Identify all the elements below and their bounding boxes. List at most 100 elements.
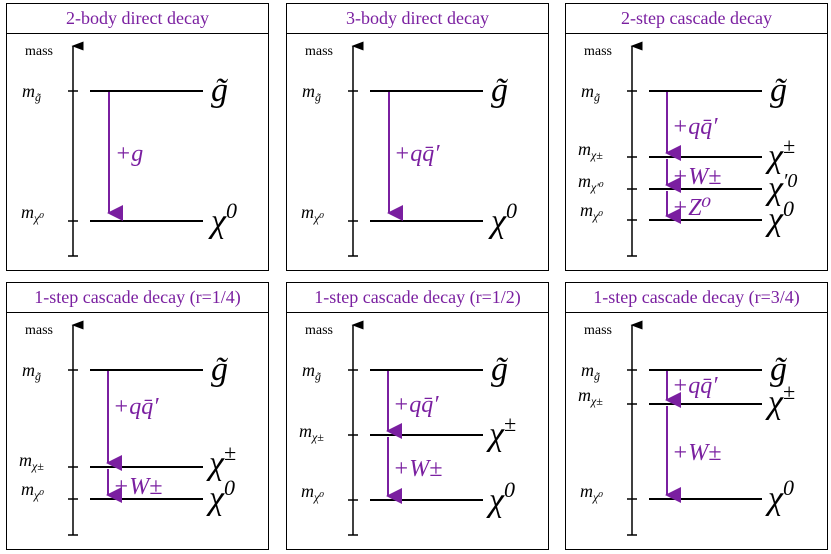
mass-label-sub: g̃ <box>594 90 600 104</box>
transition-label: +W± <box>672 440 721 466</box>
mass-label-m: m <box>22 360 35 380</box>
particle-symbol: χ <box>208 203 227 240</box>
mass-label-gluino: mg̃ <box>581 81 600 104</box>
particle-label-chi0: χ0 <box>208 198 237 240</box>
mass-label-m: m <box>21 202 34 222</box>
panel-2-body-direct: 2-body direct decay mass mg̃ g̃ mχ⁰ χ0 +… <box>6 3 269 271</box>
mass-label-chi-pm: mχ± <box>578 139 603 162</box>
mass-label-m: m <box>581 360 594 380</box>
panel-1-step-cascade-r-quarter: 1-step cascade decay (r=1/4) mass mg̃ g̃… <box>6 282 269 550</box>
mass-label-sub: χ± <box>311 430 324 444</box>
particle-sup: ± <box>783 133 795 158</box>
particle-label-chi0: χ0 <box>206 475 235 517</box>
mass-label-sub: g̃ <box>35 369 41 383</box>
particle-label-gluino: g̃ <box>770 351 788 388</box>
particle-sup: ′0 <box>783 170 797 192</box>
particle-label-gluino: g̃ <box>491 72 509 109</box>
particle-symbol: χ <box>488 203 507 240</box>
mass-label-sub: g̃ <box>315 369 321 383</box>
mass-label-sub: χ⁰ <box>592 490 603 504</box>
particle-label-chi0: χ0 <box>488 198 517 240</box>
transition-label: +W± <box>393 456 442 482</box>
mass-label-m: m <box>578 139 591 159</box>
mass-axis-label: mass <box>25 44 53 59</box>
particle-label-chi-pm: χ± <box>765 379 795 421</box>
level-diagram: mass mg̃ g̃ mχ⁰ χ0 +g <box>21 41 237 257</box>
particle-label-gluino: g̃ <box>211 351 229 388</box>
panel-3-body-direct: 3-body direct decay mass mg̃ g̃ mχ⁰ χ0 +… <box>286 3 549 271</box>
transition-label: +qq̄′ <box>113 394 159 420</box>
level-diagram: mass mg̃ g̃ mχ± χ± mχ⁰ χ0 +qq̄′ +W± <box>19 320 236 536</box>
panel-title: 3-body direct decay <box>287 4 548 34</box>
mass-label-sub: χ⁰ <box>313 211 324 225</box>
particle-symbol: χ <box>765 170 784 207</box>
mass-label-gluino: mg̃ <box>22 81 41 104</box>
mass-axis-label: mass <box>305 323 333 338</box>
mass-label-m: m <box>301 202 314 222</box>
level-diagram: mass mg̃ g̃ mχ± χ± mχ⁰ χ0 +qq̄′ +W± <box>299 320 516 536</box>
mass-axis-label: mass <box>305 44 333 59</box>
mass-label-sub: g̃ <box>35 90 41 104</box>
mass-label-chi0: mχ⁰ <box>580 200 603 223</box>
mass-label-gluino: mg̃ <box>22 360 41 383</box>
particle-label-chi-pm: χ± <box>206 440 236 482</box>
panel-2-step-cascade: 2-step cascade decay mass mg̃ g̃ mχ± χ± … <box>565 3 828 271</box>
mass-label-sub: g̃ <box>594 369 600 383</box>
transition-label: +qq̄′ <box>672 373 718 399</box>
particle-sup: 0 <box>506 198 517 223</box>
mass-label-chi0: mχ⁰ <box>301 202 324 225</box>
transition-label: +g <box>115 141 143 167</box>
mass-label-m: m <box>580 481 593 501</box>
mass-label-sub: χ⁰ <box>313 490 324 504</box>
particle-symbol: χ <box>206 480 225 517</box>
mass-label-m: m <box>22 81 35 101</box>
particle-label-chi-pm: χ± <box>765 133 795 175</box>
mass-axis-label: mass <box>584 323 612 338</box>
transition-label: +Z⁰ <box>672 195 712 221</box>
panel-title: 1-step cascade decay (r=1/4) <box>7 283 268 313</box>
particle-label-gluino: g̃ <box>211 72 229 109</box>
level-diagram: mass mg̃ g̃ mχ± χ± mχ′⁰ χ′0 mχ⁰ χ0 +qq̄′… <box>578 41 797 257</box>
mass-label-m: m <box>580 200 593 220</box>
particle-sup: ± <box>504 411 516 436</box>
particle-symbol: χ <box>206 445 225 482</box>
particle-symbol: χ <box>486 416 505 453</box>
mass-label-chi0: mχ⁰ <box>301 481 324 504</box>
transition-label: +qq̄′ <box>394 141 440 167</box>
mass-label-chi-pm: mχ± <box>299 421 324 444</box>
particle-symbol: χ <box>765 138 784 175</box>
mass-label-sub: χ± <box>590 394 603 408</box>
mass-label-chi0: mχ⁰ <box>21 202 44 225</box>
mass-label-m: m <box>578 171 591 191</box>
mass-label-sub: χ⁰ <box>592 209 603 223</box>
panel-1-step-cascade-r-three-quarter: 1-step cascade decay (r=3/4) mass mg̃ g̃… <box>565 282 828 550</box>
mass-label-sub: g̃ <box>315 90 321 104</box>
particle-sup: 0 <box>226 198 237 223</box>
mass-label-m: m <box>578 385 591 405</box>
mass-label-sub: χ⁰ <box>33 211 44 225</box>
particle-label-chi-prime0: χ′0 <box>765 170 797 207</box>
transition-label: +qq̄′ <box>672 114 718 140</box>
panel-1-step-cascade-r-half: 1-step cascade decay (r=1/2) mass mg̃ g̃… <box>286 282 549 550</box>
particle-label-gluino: g̃ <box>491 351 509 388</box>
mass-label-chi-pm: mχ± <box>19 450 44 473</box>
particle-sup: 0 <box>504 477 515 502</box>
transition-label: +W± <box>113 474 162 500</box>
mass-label-gluino: mg̃ <box>302 360 321 383</box>
particle-label-gluino: g̃ <box>770 72 788 109</box>
particle-label-chi0: χ0 <box>765 196 794 238</box>
particle-sup: 0 <box>783 475 794 500</box>
mass-label-gluino: mg̃ <box>581 360 600 383</box>
mass-label-sub: χ⁰ <box>33 488 44 502</box>
mass-label-chi-pm: mχ± <box>578 385 603 408</box>
mass-label-chi-prime0: mχ′⁰ <box>578 171 604 194</box>
particle-sup: ± <box>783 379 795 404</box>
mass-label-chi0: mχ⁰ <box>580 481 603 504</box>
mass-label-m: m <box>19 450 32 470</box>
mass-axis-label: mass <box>584 44 612 59</box>
mass-label-sub: χ′⁰ <box>590 180 604 194</box>
panel-title: 1-step cascade decay (r=3/4) <box>566 283 827 313</box>
level-diagram: mass mg̃ g̃ mχ⁰ χ0 +qq̄′ <box>301 41 517 257</box>
mass-label-m: m <box>302 81 315 101</box>
particle-label-chi0: χ0 <box>765 475 794 517</box>
